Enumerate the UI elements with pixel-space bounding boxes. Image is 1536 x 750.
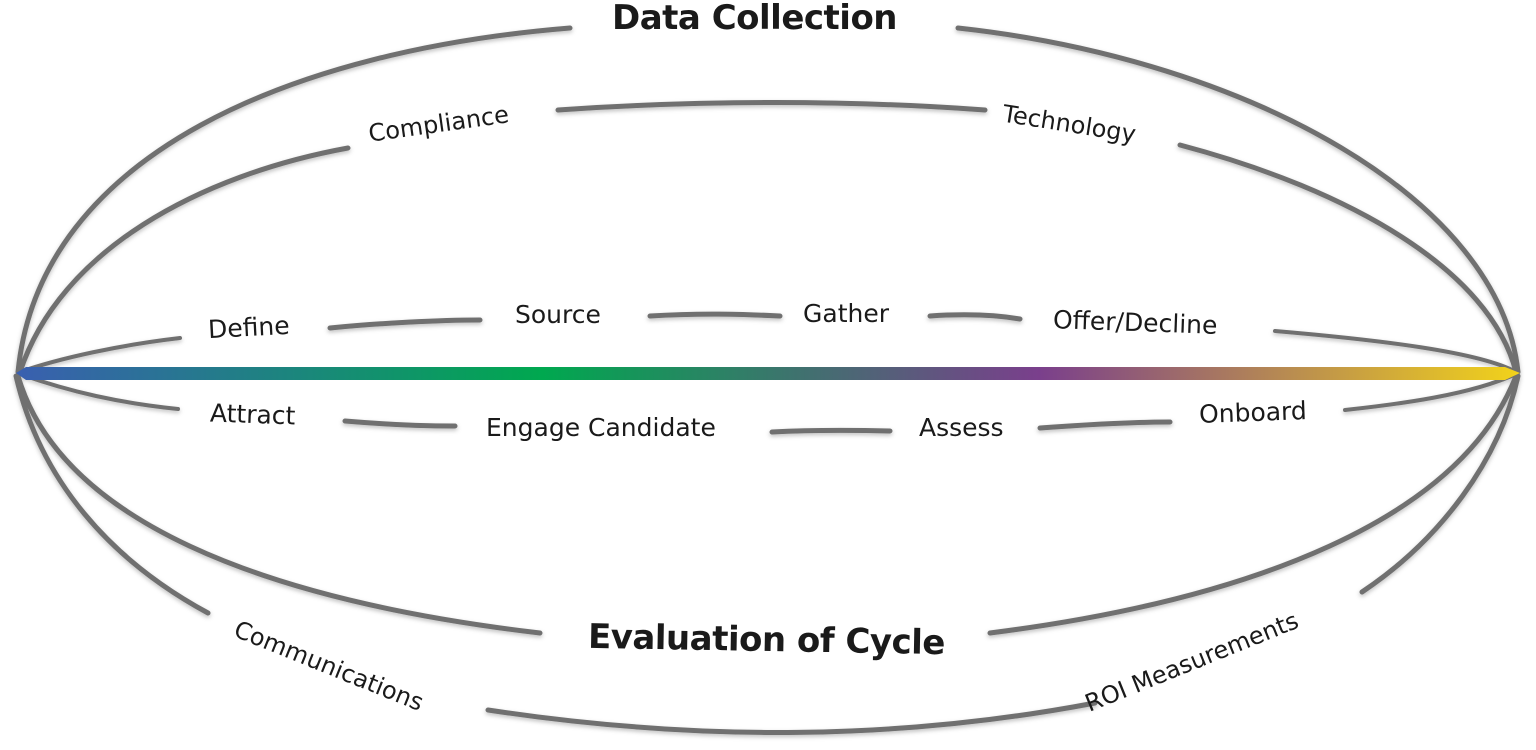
bottom-title: Evaluation of Cycle: [587, 616, 946, 664]
step-engage-candidate: Engage Candidate: [486, 413, 716, 442]
step-offer-decline: Offer/Decline: [1052, 305, 1218, 340]
gradient-axis: [16, 367, 1520, 380]
step-assess: Assess: [919, 413, 1004, 442]
top-title: Data Collection: [612, 0, 898, 38]
step-onboard: Onboard: [1198, 396, 1308, 429]
step-gather: Gather: [803, 299, 889, 328]
step-source: Source: [515, 300, 601, 329]
step-define: Define: [207, 310, 291, 345]
step-attract: Attract: [209, 398, 296, 431]
